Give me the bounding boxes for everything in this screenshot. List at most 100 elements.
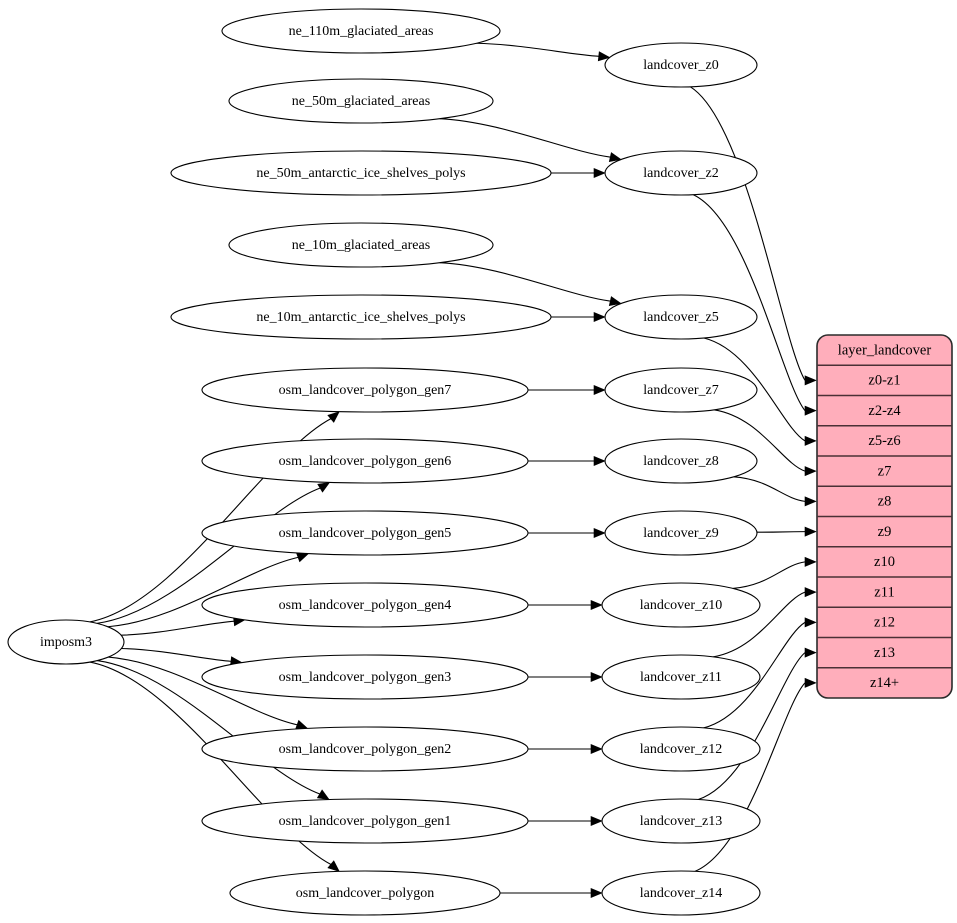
node-ellipse: [604, 367, 758, 413]
edge-arrowhead: [593, 167, 606, 179]
edge-path: [121, 647, 232, 662]
node-ellipse: [604, 42, 758, 88]
node-landcover_z11[interactable]: landcover_z11: [601, 654, 761, 700]
node-label: osm_landcover_polygon: [296, 886, 434, 901]
node-osm_landcover_polygon_gen6[interactable]: osm_landcover_polygon_gen6: [201, 438, 529, 484]
node-ellipse: [604, 294, 758, 340]
node-landcover_z7[interactable]: landcover_z7: [604, 367, 758, 413]
node-landcover_z10[interactable]: landcover_z10: [601, 582, 761, 628]
nodes-layer: imposm3 ne_110m_glaciated_areas ne_50m_gla…: [7, 8, 761, 916]
node-ellipse: [201, 654, 529, 700]
edge-path: [439, 262, 611, 302]
node-osm_landcover_polygon_gen1[interactable]: osm_landcover_polygon_gen1: [201, 798, 529, 844]
table-cell-label: z9: [878, 524, 892, 540]
edge-path: [107, 556, 299, 628]
node-ellipse: [228, 222, 494, 268]
table-cell-label: z7: [878, 463, 892, 479]
edge-arrowhead: [608, 296, 622, 306]
node-label: osm_landcover_polygon_gen4: [279, 598, 452, 613]
layer-landcover-table: layer_landcoverz0-z1z2-z4z5-z6z7z8z9z10z…: [816, 334, 953, 699]
node-label: landcover_z13: [640, 814, 722, 829]
edge-to-table-row: [703, 337, 806, 442]
node-label: landcover_z8: [643, 454, 718, 469]
node-ne_50m_glaciated_areas[interactable]: ne_50m_glaciated_areas: [228, 78, 494, 124]
node-landcover_z2[interactable]: landcover_z2: [604, 150, 758, 196]
node-imposm3[interactable]: imposm3: [7, 619, 125, 665]
edge-to-table-row: [693, 194, 806, 411]
node-label: osm_landcover_polygon_gen7: [279, 383, 452, 398]
node-label: landcover_z0: [643, 58, 718, 73]
edge-arrowhead: [593, 527, 606, 539]
edge-to-table-row: [690, 86, 806, 381]
node-ellipse: [170, 294, 552, 340]
node-landcover_z5[interactable]: landcover_z5: [604, 294, 758, 340]
node-ellipse: [601, 726, 761, 772]
node-osm_landcover_polygon_gen2[interactable]: osm_landcover_polygon_gen2: [201, 726, 529, 772]
node-landcover_z0[interactable]: landcover_z0: [604, 42, 758, 88]
node-ne_10m_glaciated_areas[interactable]: ne_10m_glaciated_areas: [228, 222, 494, 268]
edge-path: [439, 118, 611, 158]
node-osm_landcover_polygon_gen4[interactable]: osm_landcover_polygon_gen4: [201, 582, 529, 628]
table-cell-label: z14+: [870, 675, 899, 691]
node-ellipse: [601, 798, 761, 844]
table-cell-label: z8: [878, 494, 892, 510]
node-ellipse: [201, 510, 529, 556]
node-label: landcover_z14: [640, 886, 722, 901]
node-ellipse: [201, 726, 529, 772]
edge-to-table-row: [732, 561, 806, 589]
node-landcover_z8[interactable]: landcover_z8: [604, 438, 758, 484]
edge-to-table-row: [694, 682, 806, 872]
edge-to-table-row: [756, 531, 806, 533]
node-label: ne_110m_glaciated_areas: [289, 24, 434, 39]
node-landcover_z12[interactable]: landcover_z12: [601, 726, 761, 772]
node-label: osm_landcover_polygon_gen3: [279, 670, 452, 685]
edge-path: [121, 620, 235, 636]
edge-path: [96, 487, 321, 624]
edge-arrowhead: [804, 617, 817, 628]
node-label: landcover_z5: [643, 310, 718, 325]
edge-arrowhead: [317, 482, 331, 493]
edge-arrowhead: [295, 719, 309, 730]
edge-path: [96, 660, 321, 795]
node-osm_landcover_polygon_gen3[interactable]: osm_landcover_polygon_gen3: [201, 654, 529, 700]
table-cell-label: z10: [874, 554, 895, 570]
node-landcover_z14[interactable]: landcover_z14: [601, 870, 761, 916]
node-landcover_z9[interactable]: landcover_z9: [604, 510, 758, 556]
node-ellipse: [7, 619, 125, 665]
node-label: osm_landcover_polygon_gen5: [279, 526, 452, 541]
node-osm_landcover_polygon_gen7[interactable]: osm_landcover_polygon_gen7: [201, 367, 529, 413]
edge-arrowhead: [590, 815, 603, 827]
edge-arrowhead: [804, 466, 817, 477]
node-ne_10m_antarctic_ice_shelves_polys[interactable]: ne_10m_antarctic_ice_shelves_polys: [170, 294, 552, 340]
edge-arrowhead: [608, 152, 622, 162]
edge-arrowhead: [804, 556, 817, 567]
edge-arrowhead: [590, 887, 603, 899]
node-ellipse: [201, 438, 529, 484]
node-ellipse: [604, 510, 758, 556]
edge-to-table-row: [703, 621, 806, 729]
node-label: ne_50m_glaciated_areas: [292, 94, 430, 109]
node-label: osm_landcover_polygon_gen1: [279, 814, 452, 829]
node-label: landcover_z2: [643, 166, 718, 181]
edges-layer: [89, 42, 817, 899]
node-osm_landcover_polygon_gen5[interactable]: osm_landcover_polygon_gen5: [201, 510, 529, 556]
edge-arrowhead: [593, 384, 606, 396]
node-ellipse: [601, 582, 761, 628]
edge-arrowhead: [296, 552, 310, 563]
node-landcover_z13[interactable]: landcover_z13: [601, 798, 761, 844]
node-ne_110m_glaciated_areas[interactable]: ne_110m_glaciated_areas: [221, 8, 501, 54]
edge-to-table-row: [713, 409, 806, 472]
node-label: landcover_z7: [643, 383, 718, 398]
edge-arrowhead: [804, 677, 817, 688]
edge-to-table-row: [712, 591, 806, 658]
table-cell-label: z2-z4: [868, 403, 901, 419]
node-ne_50m_antarctic_ice_shelves_polys[interactable]: ne_50m_antarctic_ice_shelves_polys: [170, 150, 552, 196]
node-ellipse: [228, 78, 494, 124]
node-osm_landcover_polygon[interactable]: osm_landcover_polygon: [229, 870, 501, 916]
node-label: landcover_z10: [640, 598, 722, 613]
node-label: landcover_z12: [640, 742, 722, 757]
node-ellipse: [201, 582, 529, 628]
node-label: ne_10m_antarctic_ice_shelves_polys: [256, 310, 465, 325]
node-ellipse: [229, 870, 501, 916]
table-cell-label: z13: [874, 645, 895, 661]
